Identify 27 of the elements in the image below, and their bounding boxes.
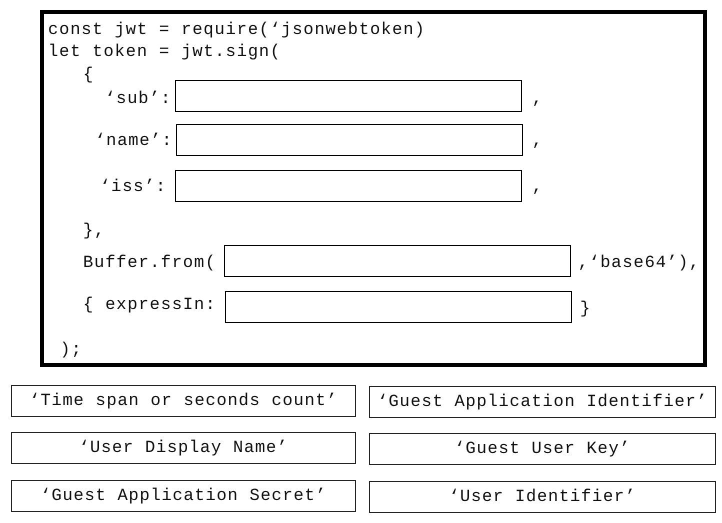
code-text: const jwt = require(‘jsonwebtoken) <box>48 21 426 41</box>
code-text: let token = jwt.sign( <box>48 43 282 63</box>
answer-option: ‘User Display Name’ <box>11 432 356 464</box>
code-text: { expressIn: <box>83 296 216 316</box>
code-text: } <box>580 300 592 320</box>
code-text: Buffer.from( <box>83 254 216 274</box>
code-panel <box>40 10 707 367</box>
answer-option: ‘Guest Application Identifier’ <box>369 386 716 418</box>
answer-box <box>224 245 571 277</box>
code-text: , <box>532 90 544 110</box>
answer-option: ‘User Identifier’ <box>369 481 716 513</box>
answer-box <box>175 80 522 112</box>
code-text: ‘sub’: <box>105 90 172 110</box>
code-text: , <box>532 178 544 198</box>
answer-option: ‘Time span or seconds count’ <box>11 385 356 417</box>
code-text: ‘name’: <box>95 132 173 152</box>
answer-box <box>175 170 522 202</box>
code-text: ,‘base64’), <box>578 254 700 274</box>
answer-box <box>176 124 523 156</box>
code-text: { <box>83 66 94 86</box>
code-text: , <box>532 132 544 152</box>
answer-option: ‘Guest Application Secret’ <box>11 480 356 512</box>
code-text: ‘iss’: <box>100 178 167 198</box>
code-text: ); <box>60 341 82 361</box>
answer-option: ‘Guest User Key’ <box>369 433 716 465</box>
answer-box <box>225 291 572 323</box>
code-text: }, <box>83 222 106 242</box>
